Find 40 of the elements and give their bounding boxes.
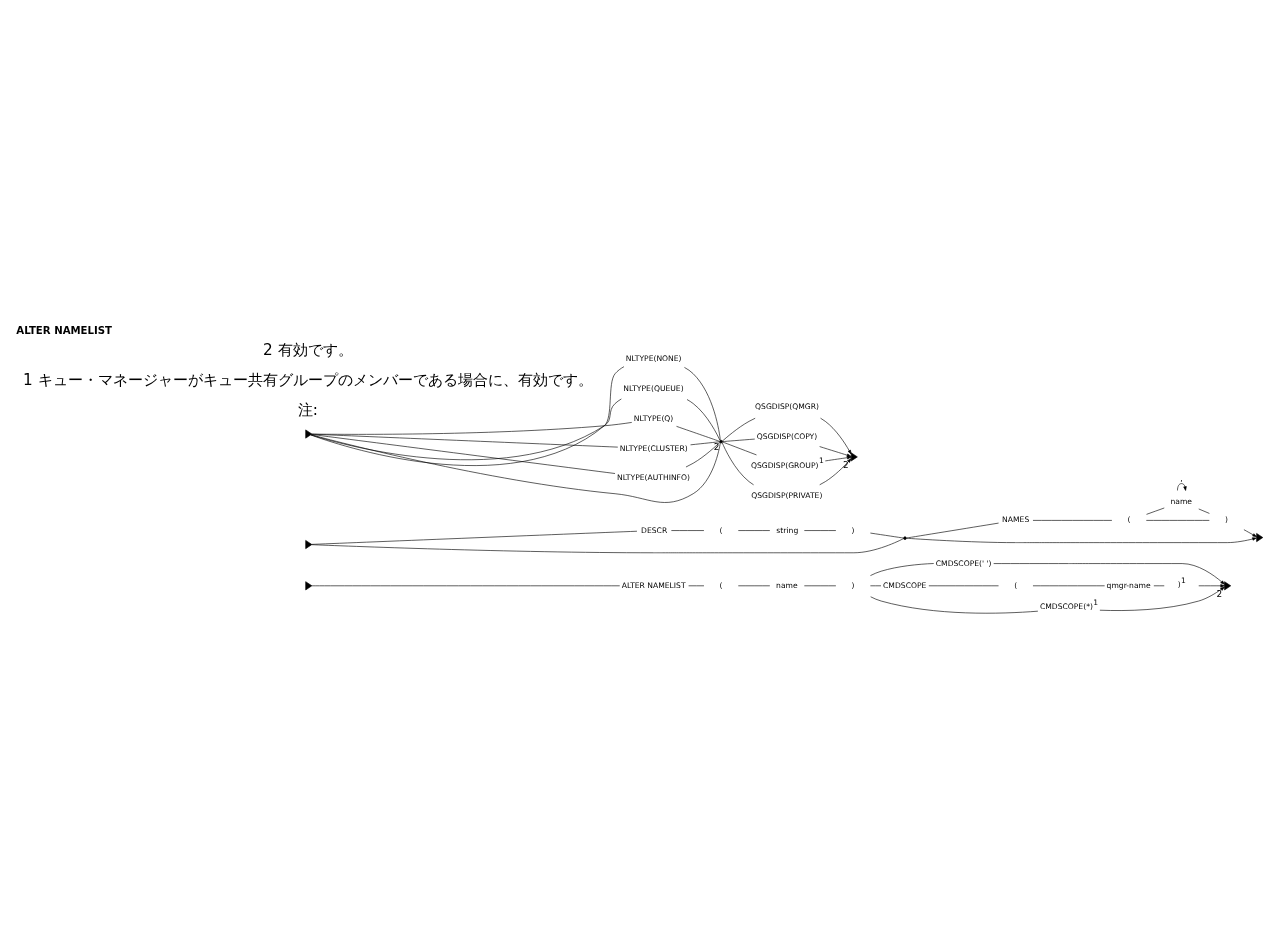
node-label: 2 bbox=[713, 442, 720, 453]
arrow bbox=[1099, 586, 1225, 611]
label: 注: bbox=[297, 401, 318, 420]
connector bbox=[676, 426, 720, 442]
node-triangle bbox=[850, 452, 858, 462]
arrow bbox=[1198, 584, 1225, 588]
connector bbox=[311, 422, 633, 435]
arrow bbox=[819, 446, 852, 457]
node-point bbox=[903, 536, 907, 540]
arrow bbox=[820, 417, 852, 455]
connector bbox=[906, 522, 999, 539]
connector bbox=[310, 366, 625, 466]
connector bbox=[686, 399, 721, 441]
connector bbox=[311, 538, 904, 554]
node-triangle bbox=[305, 429, 313, 439]
label: 2 有効です。 bbox=[262, 341, 353, 360]
node-triangle bbox=[305, 581, 313, 591]
node-label: 2 bbox=[1216, 589, 1223, 600]
arrow bbox=[819, 458, 852, 486]
arrow bbox=[993, 563, 1225, 585]
connector bbox=[311, 434, 616, 474]
node-label: 2 bbox=[843, 460, 849, 471]
connector bbox=[684, 367, 721, 441]
arrow bbox=[906, 537, 1257, 543]
connector bbox=[722, 438, 756, 442]
arrow bbox=[1177, 483, 1187, 491]
connector bbox=[870, 532, 904, 539]
node-triangle bbox=[305, 540, 313, 549]
connector bbox=[311, 585, 621, 587]
connector bbox=[722, 417, 756, 442]
connector bbox=[690, 441, 720, 446]
connector bbox=[721, 442, 754, 486]
node-point bbox=[719, 439, 723, 444]
node-triangle bbox=[1256, 533, 1264, 542]
arrow bbox=[1243, 529, 1257, 538]
connector bbox=[722, 441, 757, 456]
node-triangle bbox=[1224, 581, 1232, 591]
label: 1 キュー・マネージャーがキュー共有グループのメンバーである場合に、有効です。 bbox=[22, 371, 593, 390]
arrow bbox=[825, 456, 852, 462]
diagram-title: ALTER NAMELIST bbox=[16, 324, 113, 336]
